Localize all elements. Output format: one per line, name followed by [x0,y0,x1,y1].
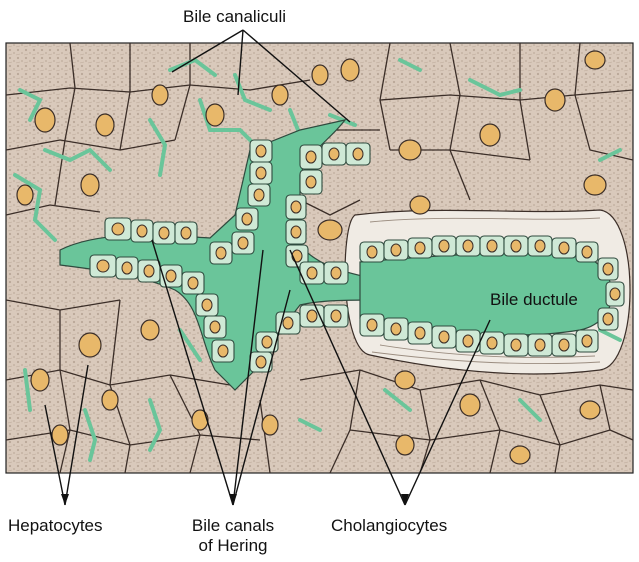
cholangiocytes-label: Cholangiocytes [331,516,447,536]
bile-canals-of-hering-label: Bile canals of Hering [178,516,288,556]
bile-canals-label-line1: Bile canals [178,516,288,536]
bile-ductule-label: Bile ductule [490,290,578,310]
bile-canals-label-line2: of Hering [178,536,288,556]
bile-canaliculi-label: Bile canaliculi [183,7,286,27]
arrowheads [61,494,409,505]
hepatocytes-label: Hepatocytes [8,516,103,536]
